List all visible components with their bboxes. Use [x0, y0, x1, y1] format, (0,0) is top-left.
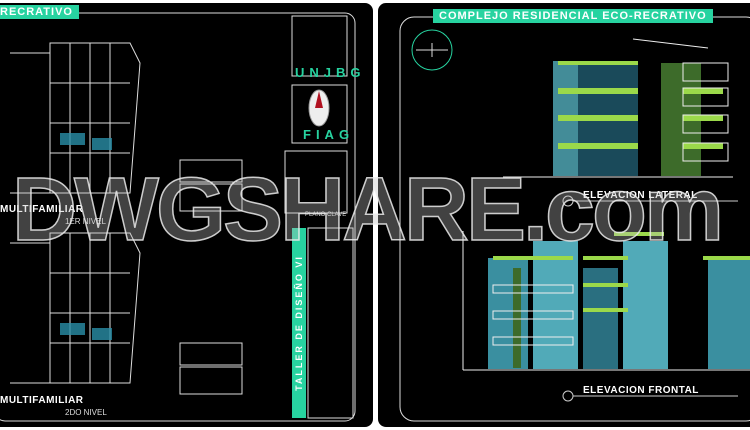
frontal-elevation [462, 231, 750, 371]
floor-plan-sheet: RECRATIVO MULTIFAMILIAR 1ER NIVEL MULTIF… [0, 3, 373, 427]
plan2-title: MULTIFAMILIAR [0, 395, 84, 406]
plan1-title: MULTIFAMILIAR [0, 204, 84, 215]
floor-plan-drawing [0, 12, 356, 422]
lateral-elevation-title: ELEVACION LATERAL [583, 190, 698, 201]
sheet-title-tag: RECRATIVO [0, 5, 79, 19]
elevation-sheet: COMPLEJO RESIDENCIAL ECO-RECRATIVO ELEVA… [378, 3, 750, 427]
elevation-drawing [399, 16, 750, 422]
sheet-title-tag: COMPLEJO RESIDENCIAL ECO-RECRATIVO [433, 9, 713, 23]
course-band: TALLER DE DISEÑO VI [292, 228, 306, 418]
plan2-level: 2DO NIVEL [65, 408, 107, 417]
university-logo-text: UNJBG [295, 65, 366, 80]
key-plan-label: PLANO CLAVE [305, 212, 347, 218]
lateral-elevation [503, 38, 733, 178]
frontal-elevation-title: ELEVACION FRONTAL [583, 385, 699, 396]
faculty-logo-text: FIAG [303, 127, 355, 142]
plan1-level: 1ER NIVEL [65, 217, 106, 226]
course-title: TALLER DE DISEÑO VI [294, 255, 304, 391]
